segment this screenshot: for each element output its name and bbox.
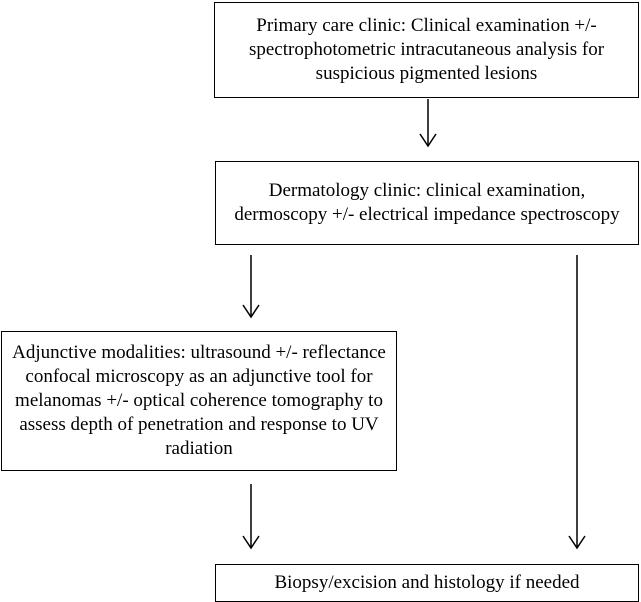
node-adjunctive-modalities-text: Adjunctive modalities: ultrasound +/- re… <box>12 342 386 459</box>
arrow-primary-to-dermatology <box>419 99 437 148</box>
node-primary-care-text: Primary care clinic: Clinical examinatio… <box>248 15 605 84</box>
node-adjunctive-modalities: Adjunctive modalities: ultrasound +/- re… <box>1 331 397 471</box>
arrow-adjunctive-to-biopsy <box>242 484 260 550</box>
node-primary-care: Primary care clinic: Clinical examinatio… <box>214 2 639 98</box>
node-dermatology-clinic: Dermatology clinic: clinical examination… <box>215 161 639 245</box>
arrow-dermatology-to-biopsy <box>568 255 586 550</box>
node-dermatology-clinic-text: Dermatology clinic: clinical examination… <box>234 180 620 225</box>
node-biopsy-histology-text: Biopsy/excision and histology if needed <box>274 572 580 593</box>
arrow-dermatology-to-adjunctive <box>242 255 260 319</box>
